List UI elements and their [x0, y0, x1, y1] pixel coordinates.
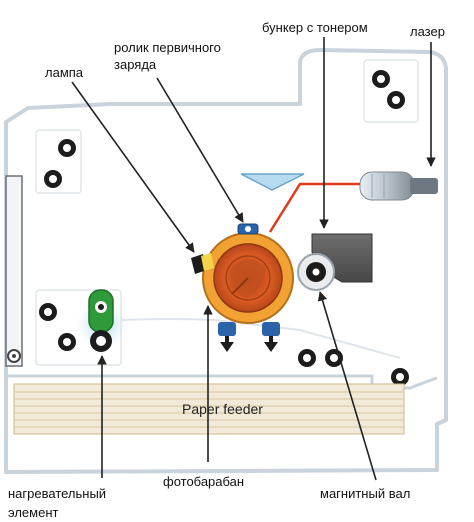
fuser-assembly [35, 289, 128, 366]
photodrum [202, 232, 294, 324]
top-right-roller-panel [363, 59, 419, 123]
label-lamp: лампа [45, 65, 84, 80]
output-lever [5, 175, 23, 367]
label-heating-element-line1: нагревательный [8, 486, 107, 501]
lamp [191, 253, 214, 274]
label-heating-element-line2: элемент [8, 505, 59, 520]
paper-path [120, 318, 401, 359]
magnetic-roller [297, 253, 335, 291]
label-photodrum: фотобарабан [163, 474, 245, 489]
charge-roller [237, 223, 259, 235]
scanner-mirror [240, 173, 305, 191]
left-upper-roller-panel [35, 129, 82, 194]
laser-beam [268, 182, 360, 233]
label-magnetic-roller: магнитный вал [320, 486, 411, 501]
pointer-magnetic-roller [317, 291, 377, 481]
pointer-lamp [71, 81, 195, 253]
label-paper-feeder: Paper feeder [182, 401, 263, 417]
label-charge-roller-line1: ролик первичного [114, 40, 221, 55]
laser-unit [359, 171, 438, 201]
feeder-rollers [298, 349, 409, 386]
drum-clips [218, 322, 280, 352]
label-toner-hopper: бункер с тонером [262, 20, 368, 35]
pointer-lines [71, 37, 436, 481]
paper-feeder-tray [13, 383, 405, 435]
label-charge-roller-line2: заряда [114, 57, 157, 72]
pointer-charge-roller [156, 77, 244, 223]
label-laser: лазер [410, 24, 445, 39]
